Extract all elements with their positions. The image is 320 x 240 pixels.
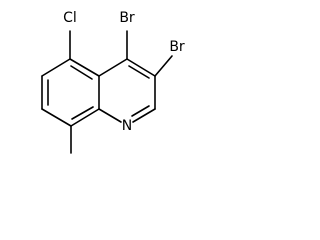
bond-c3-br <box>154 55 173 77</box>
double-bond-c4-c3 <box>128 65 150 79</box>
structure-diagram: Cl Br Br N <box>41 10 185 154</box>
bond-c7-c8 <box>70 108 100 127</box>
atom-label-bromine-3: Br <box>169 39 185 55</box>
bond-n-c8a <box>98 108 122 123</box>
bond-c2-n <box>132 108 156 123</box>
double-bond-c2-n <box>131 105 150 117</box>
atom-label-bromine-4: Br <box>119 10 135 26</box>
double-bond-c7-c8 <box>71 106 94 120</box>
atom-label-chlorine: Cl <box>63 10 77 26</box>
bond-c4-c3 <box>126 58 156 77</box>
bond-c4a-c5 <box>41 58 71 77</box>
molecule-canvas: Cl Br Br N <box>0 0 189 172</box>
atom-label-nitrogen: N <box>122 118 132 134</box>
bond-c8a-c4a <box>69 58 100 77</box>
double-bond-c8a-c4a <box>70 65 93 80</box>
bond-c6-c7 <box>41 108 72 127</box>
bond-c4a-c4 <box>98 58 128 77</box>
